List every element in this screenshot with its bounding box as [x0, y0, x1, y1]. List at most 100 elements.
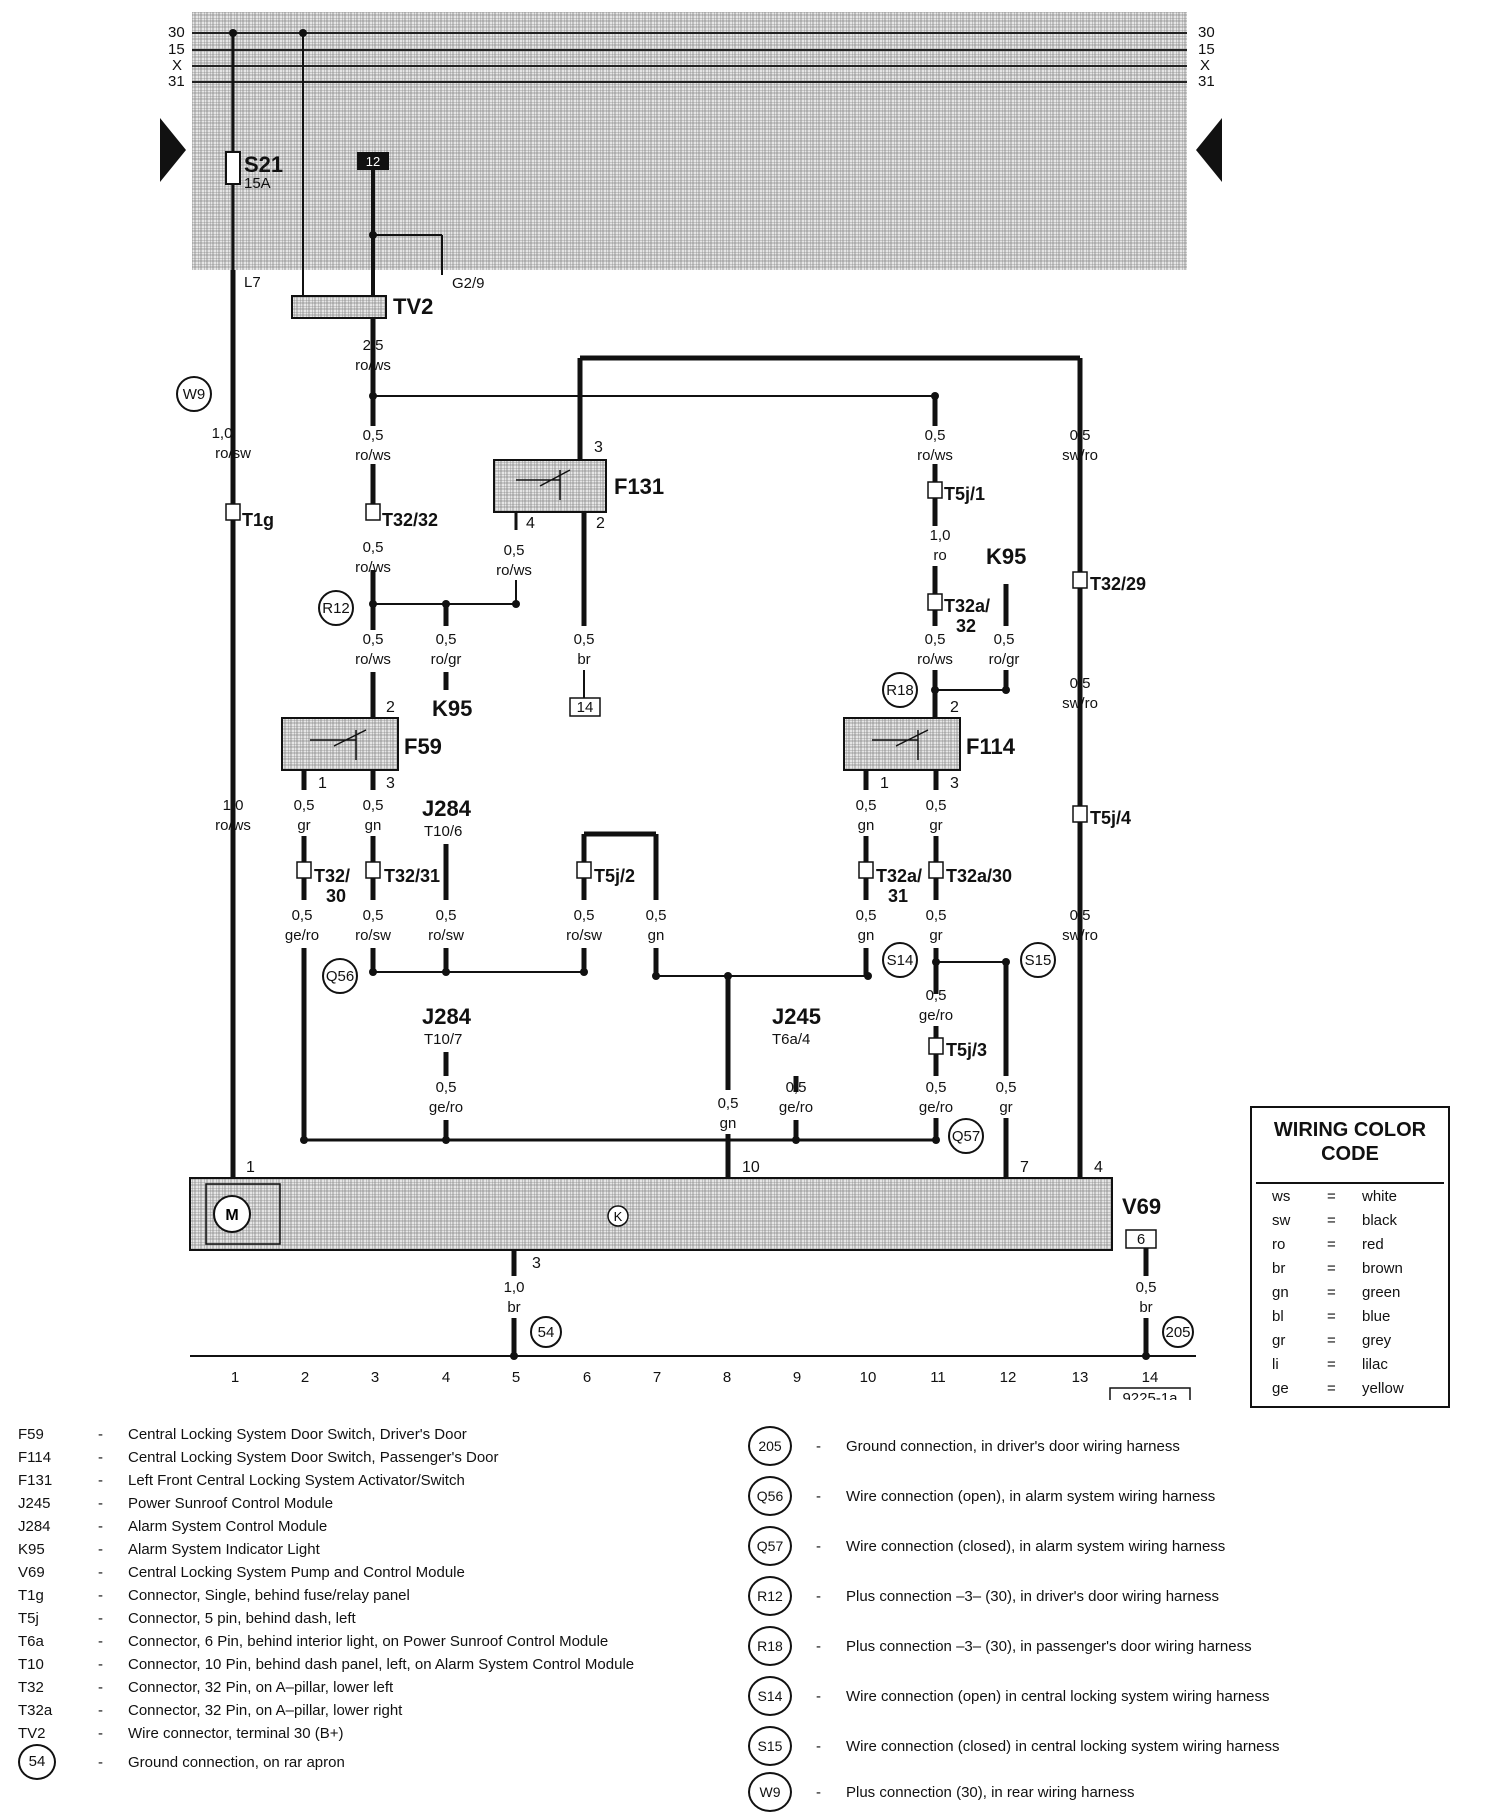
j284-b-pin: T10/7 [424, 1031, 462, 1048]
wire-size-w18: 0,5 [856, 797, 877, 814]
wire-size-w28: 0,5 [436, 1079, 457, 1096]
wire-color-w29: ge/ro [919, 1007, 953, 1024]
svg-text:54: 54 [538, 1324, 555, 1341]
wire-size-w8: 0,5 [574, 631, 595, 648]
connector-t32a-30: T32a/30 [946, 866, 1012, 886]
pin-f59-1: 1 [318, 775, 327, 792]
rail-label-31: 31 [168, 73, 185, 90]
svg-text:6: 6 [1137, 1231, 1145, 1248]
wire-size-w10: 1,0 [930, 527, 951, 544]
wire-color-w5: ro/ws [355, 651, 391, 668]
wire-color-w7: ro/ws [496, 562, 532, 579]
wire-size-w20: 0,5 [292, 907, 313, 924]
wire-color-w30: gn [720, 1115, 737, 1132]
circled-ref-s14 [882, 942, 918, 978]
svg-text:W9: W9 [183, 386, 206, 403]
wire-size-w11: 0,5 [925, 631, 946, 648]
rail-label-x-right: X [1200, 57, 1210, 74]
pin-v69-10: 10 [742, 1159, 760, 1176]
svg-text:8: 8 [723, 1369, 731, 1386]
tv2-connector [291, 295, 387, 319]
pin-g29-label: G2/9 [452, 275, 485, 292]
junction-12-label: 12 [366, 154, 380, 169]
wire-color-w24: gn [648, 927, 665, 944]
wire-size-w23: 0,5 [574, 907, 595, 924]
j284-a-label: J284 [422, 796, 472, 821]
figure-id: 9225-1a [1122, 1390, 1178, 1400]
wire-color-w4: ro/ws [355, 559, 391, 576]
connector-t32a-31-a: T32a/ [876, 866, 922, 886]
circled-ref-w9 [176, 376, 212, 412]
wire-color-w17: gn [365, 817, 382, 834]
svg-text:7: 7 [653, 1369, 661, 1386]
wire-size-w27: 0,5 [1070, 907, 1091, 924]
circled-ref-q56 [322, 958, 358, 994]
fuse-relay-panel [192, 12, 1187, 270]
wire-color-w34: br [507, 1299, 520, 1316]
j284-b-label: J284 [422, 1004, 472, 1029]
wire-color-w11: ro/ws [917, 651, 953, 668]
power-rails [192, 32, 1187, 83]
rail-label-30: 30 [168, 24, 185, 41]
wire-color-w26: gr [929, 927, 942, 944]
k-symbol-icon [607, 1205, 629, 1227]
fuse-s21-rating: 15A [244, 175, 271, 192]
module-v69 [189, 1177, 1113, 1251]
connector-t32a-32-a: T32a/ [944, 596, 990, 616]
wire-size-w16: 0,5 [294, 797, 315, 814]
svg-text:205: 205 [1165, 1324, 1190, 1341]
wire-color-w12: ro/gr [989, 651, 1020, 668]
wire-color-w27: sw/ro [1062, 927, 1098, 944]
svg-text:Q56: Q56 [326, 968, 354, 985]
fuse-s21-label: S21 [244, 152, 283, 177]
wire-color-w20: ge/ro [285, 927, 319, 944]
pin-f59-2: 2 [386, 699, 395, 716]
connector-t32-30-a: T32/ [314, 866, 350, 886]
figure-id-box [1109, 1387, 1191, 1400]
connector-t5j-1: T5j/1 [944, 484, 985, 504]
circled-ref-54 [530, 1316, 562, 1348]
connector-t32-30-b: 30 [326, 886, 346, 906]
pin-f114-2: 2 [950, 699, 959, 716]
switch-f59 [281, 717, 399, 771]
boxed-ref-14 [569, 697, 601, 717]
wiring-diagram: 30 15 X 31 30 15 X 31 S21 15A L7 12 G2/9… [160, 12, 1222, 1400]
svg-text:3: 3 [371, 1369, 379, 1386]
wire-size-w35: 0,5 [1136, 1279, 1157, 1296]
pin-f131-4: 4 [526, 515, 535, 532]
pin-f131-3: 3 [594, 439, 603, 456]
wire-color-w22: ro/sw [428, 927, 464, 944]
wire-size-w7: 0,5 [504, 542, 525, 559]
wire-size-w12: 0,5 [994, 631, 1015, 648]
rail-label-30-right: 30 [1198, 24, 1215, 41]
wire-size-w13: 0,5 [1070, 427, 1091, 444]
wire-size-w33: 0,5 [996, 1079, 1017, 1096]
j245-label: J245 [772, 1004, 821, 1029]
svg-text:R18: R18 [886, 682, 914, 699]
f59-label: F59 [404, 734, 442, 759]
wire-color-w2: ro/sw [215, 445, 251, 462]
svg-text:13: 13 [1072, 1369, 1089, 1386]
circled-ref-205 [1162, 1316, 1194, 1348]
wire-color-w13: sw/ro [1062, 447, 1098, 464]
color-code-title: WIRING COLOR CODE [1256, 1108, 1444, 1184]
motor-icon [213, 1195, 251, 1233]
tv2-label: TV2 [393, 294, 433, 319]
svg-text:K: K [614, 1209, 623, 1224]
component-legend: F59-Central Locking System Door Switch, … [0, 1400, 1504, 1818]
wire-size-w17: 0,5 [363, 797, 384, 814]
j284-a-pin: T10/6 [424, 823, 462, 840]
rail-label-x: X [172, 57, 182, 74]
wire-size-w24: 0,5 [646, 907, 667, 924]
wire-color-w8: br [577, 651, 590, 668]
wire-size-w25: 0,5 [856, 907, 877, 924]
wire-size-w29: 0,5 [926, 987, 947, 1004]
wire-color-w19: gr [929, 817, 942, 834]
svg-text:2: 2 [301, 1369, 309, 1386]
svg-text:Q57: Q57 [952, 1128, 980, 1145]
wire-size-w5: 0,5 [363, 631, 384, 648]
wiring-color-code-table: WIRING COLOR CODE ws=white sw=black ro=r… [1250, 1106, 1450, 1408]
wire-color-w31: ge/ro [779, 1099, 813, 1116]
wire-color-w15: ro/ws [215, 817, 251, 834]
j245-pin: T6a/4 [772, 1031, 810, 1048]
